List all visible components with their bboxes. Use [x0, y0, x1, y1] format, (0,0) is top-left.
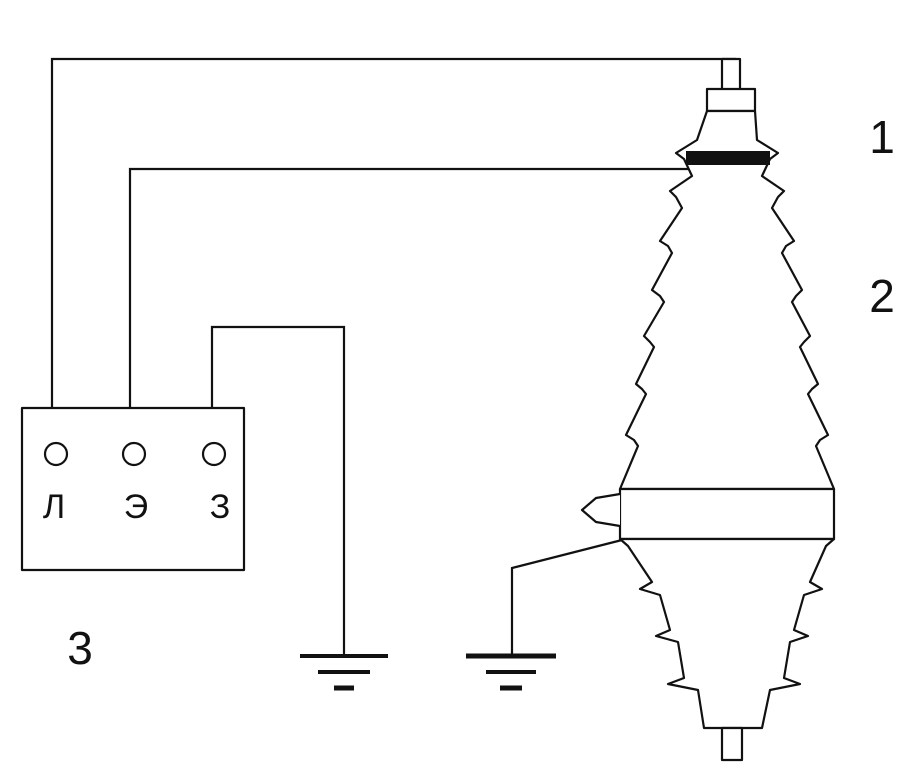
callout-3: 3: [67, 622, 93, 674]
wire-earth-terminal: [210, 325, 346, 655]
bushing-flange-lug: [580, 492, 621, 528]
measuring-instrument: Л Э З: [20, 406, 246, 572]
bushing-insulator: [580, 57, 836, 762]
bushing-flange: [618, 487, 836, 541]
bushing-top-rod: [720, 57, 742, 93]
bushing-lower-sheds: [618, 537, 836, 730]
terminal-earth-socket: [201, 441, 227, 467]
bushing-screen-band: [686, 151, 770, 165]
ground-symbol-instrument: [300, 654, 388, 691]
wire-flange-ground: [510, 538, 623, 655]
bushing-bottom-rod: [720, 726, 744, 762]
terminal-screen-label: Э: [124, 488, 148, 526]
callout-2: 2: [869, 270, 895, 322]
terminal-line-label: Л: [43, 488, 65, 526]
callout-1: 1: [869, 111, 895, 163]
terminal-line-socket: [43, 441, 69, 467]
wire-line-terminal: [50, 57, 736, 445]
bushing-upper-sheds: [618, 109, 836, 491]
terminal-earth-label: З: [210, 488, 231, 526]
ground-symbol-bushing: [466, 653, 556, 691]
instrument-box: [20, 406, 246, 572]
bushing-cap: [705, 87, 757, 113]
terminal-screen-socket: [121, 441, 147, 467]
wire-screen-terminal: [128, 167, 692, 445]
